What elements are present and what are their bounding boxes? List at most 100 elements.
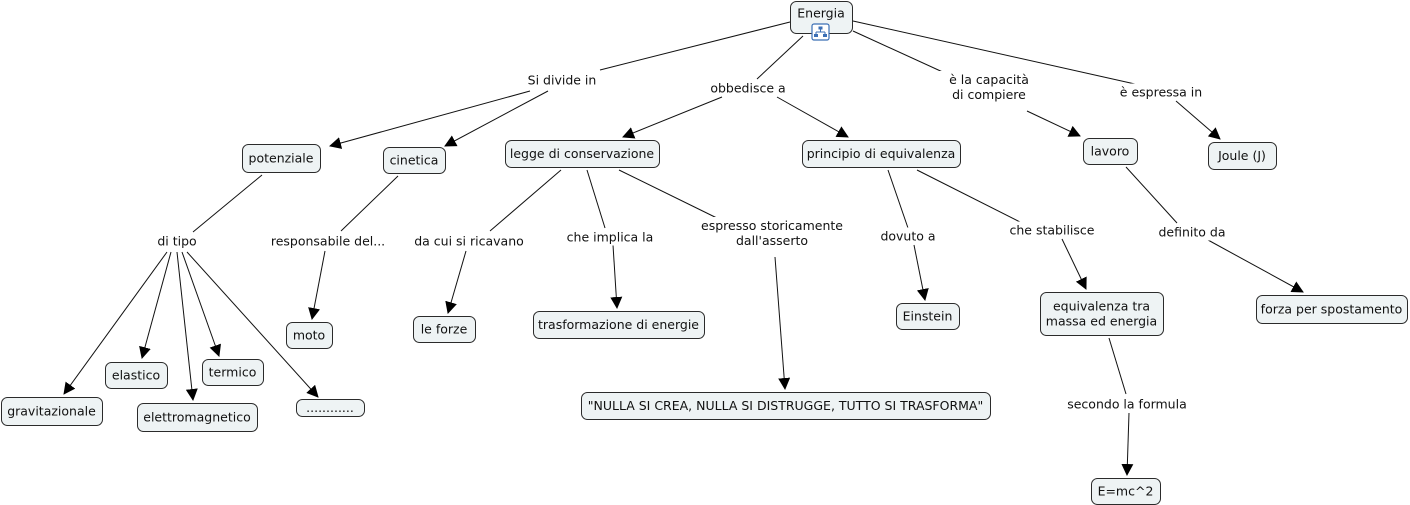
- concept-forza[interactable]: forza per spostamento: [1256, 295, 1408, 324]
- concept-trasformazione[interactable]: trasformazione di energie: [533, 311, 705, 339]
- linking-phrase-background: [1059, 395, 1195, 413]
- concept-box: [296, 399, 365, 417]
- connector-arrow: [1026, 110, 1081, 137]
- connector-line: [887, 169, 909, 229]
- connector-arrow: [774, 256, 791, 390]
- concept-termico[interactable]: termico: [202, 359, 264, 386]
- connector-arrow: [776, 96, 849, 138]
- connector-arrow: [1061, 238, 1087, 290]
- concept-label: "NULLA SI CREA, NULLA SI DISTRUGGE, TUTT…: [588, 398, 984, 413]
- connector-line: [192, 174, 263, 233]
- linking-phrase-background: [939, 71, 1039, 103]
- connector-line: [1108, 337, 1127, 395]
- concept-lavoro[interactable]: lavoro: [1083, 138, 1138, 165]
- concept-box: [413, 316, 476, 343]
- linking-phrase-text: che implica la: [567, 230, 654, 245]
- connector-line: [489, 169, 562, 232]
- concept-moto[interactable]: moto: [286, 322, 333, 349]
- concept-label: Energia: [797, 6, 845, 21]
- connector-arrow: [176, 251, 198, 401]
- concept-box: [1208, 142, 1277, 170]
- concept-label: moto: [293, 328, 325, 343]
- concept-label: trasformazione di energie: [538, 317, 699, 332]
- concept-elastico[interactable]: elastico: [105, 362, 168, 389]
- concept-label: principio di equivalenza: [807, 146, 956, 161]
- concept-box: [286, 322, 333, 349]
- linking-phrase-responsabile[interactable]: responsabile del...: [256, 232, 400, 250]
- connector-line: [852, 20, 1136, 85]
- linking-phrase-text: definito da: [1158, 225, 1225, 240]
- linking-phrase-text: responsabile del...: [271, 234, 385, 249]
- concept-box: [1083, 138, 1138, 165]
- linking-phrase-si-divide[interactable]: Si divide in: [515, 71, 609, 89]
- concept-forze[interactable]: le forze: [413, 316, 476, 343]
- concept-potenziale[interactable]: potenziale: [242, 144, 321, 173]
- concept-box: [802, 140, 961, 168]
- concept-box: [533, 311, 705, 339]
- linking-phrase-background: [693, 217, 851, 249]
- concept-box: [505, 140, 660, 168]
- concept-box: [242, 144, 321, 173]
- concept-label: elettromagnetico: [143, 410, 250, 425]
- linking-phrase-background: [148, 232, 206, 250]
- linking-phrase-da-cui[interactable]: da cui si ricavano: [401, 232, 537, 250]
- connector-line: [1125, 166, 1178, 224]
- linking-phrase-secondo[interactable]: secondo la formula: [1059, 395, 1195, 413]
- concept-label: legge di conservazione: [510, 146, 655, 161]
- connector-arrow: [1207, 239, 1304, 293]
- submap-icon[interactable]: [811, 23, 830, 41]
- linking-phrase-implica[interactable]: che implica la: [556, 228, 664, 246]
- concept-label: termico: [209, 365, 257, 380]
- concept-box: [1256, 295, 1408, 324]
- linking-phrase-background: [515, 71, 609, 89]
- concept-label: le forze: [421, 322, 468, 337]
- linking-phrase-text: dovuto a: [880, 229, 935, 244]
- linking-phrase-background: [256, 232, 400, 250]
- concept-einstein[interactable]: Einstein: [896, 303, 960, 330]
- concept-label: potenziale: [249, 151, 314, 166]
- linking-phrase-obbedisce[interactable]: obbedisce a: [705, 79, 791, 97]
- concept-principio[interactable]: principio di equivalenza: [802, 140, 961, 168]
- linking-phrase-stabilisce[interactable]: che stabilisce: [998, 221, 1106, 239]
- concept-label: forza per spostamento: [1261, 302, 1403, 317]
- concept-cinetica[interactable]: cinetica: [383, 147, 446, 174]
- concept-label: elastico: [112, 368, 160, 383]
- linking-phrase-background: [401, 232, 537, 250]
- connector-arrow: [63, 251, 168, 395]
- linking-phrase-text: secondo la formula: [1067, 397, 1187, 412]
- connector-line: [340, 175, 399, 232]
- concept-joule[interactable]: Joule (J): [1208, 142, 1277, 170]
- linking-phrase-text: è espressa in: [1120, 85, 1202, 100]
- linking-phrase-text: obbedisce a: [710, 81, 785, 96]
- connector-arrow: [139, 251, 172, 359]
- linking-phrase-text: da cui si ricavano: [414, 234, 524, 249]
- connector-arrow: [913, 244, 929, 301]
- linking-phrase-espressa[interactable]: è espressa in: [1111, 83, 1211, 101]
- concept-legge[interactable]: legge di conservazione: [505, 140, 660, 168]
- concept-altro[interactable]: ............: [296, 399, 365, 417]
- linking-phrase-text: che stabilisce: [1010, 223, 1095, 238]
- connector-arrow: [181, 251, 221, 357]
- linking-phrase-dovuto[interactable]: dovuto a: [876, 227, 940, 245]
- concept-gravitazionale[interactable]: gravitazionale: [1, 397, 103, 426]
- linking-phrase-di-tipo[interactable]: di tipo: [148, 232, 206, 250]
- concept-box: [1, 397, 103, 426]
- concept-nulla[interactable]: "NULLA SI CREA, NULLA SI DISTRUGGE, TUTT…: [581, 392, 991, 420]
- concept-label: ............: [306, 400, 354, 415]
- linking-phrase-background: [556, 228, 664, 246]
- linking-phrase-definito[interactable]: definito da: [1149, 223, 1235, 241]
- concept-elettromagnetico[interactable]: elettromagnetico: [137, 403, 258, 432]
- connector-arrow: [445, 250, 467, 314]
- connector-line: [618, 169, 724, 222]
- connector-arrow: [1121, 412, 1134, 476]
- concept-formula[interactable]: E=mc^2: [1091, 478, 1161, 505]
- concept-label: Einstein: [903, 309, 953, 324]
- linking-phrase-background: [1149, 223, 1235, 241]
- concept-energia[interactable]: Energia: [790, 1, 853, 34]
- connector-arrow: [186, 251, 319, 398]
